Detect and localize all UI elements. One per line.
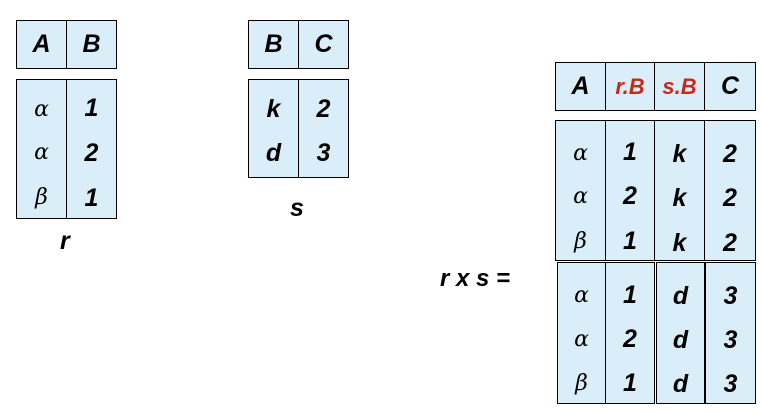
- product-b2-c-row-1: 3: [723, 282, 738, 310]
- product-b2-rb-row-3: 1: [623, 369, 637, 397]
- product-block1-column-s-b: k k k: [654, 120, 705, 261]
- product-b1-rb-row-3: 1: [623, 227, 637, 255]
- product-b1-rb-row-1: 1: [623, 138, 637, 166]
- product-b1-sb-row-1: k: [672, 140, 687, 168]
- s-label: s: [290, 194, 304, 222]
- product-block2-column-s-b: d d d: [656, 262, 705, 404]
- product-header-r-b: r.B: [605, 62, 655, 111]
- r-header-b: B: [66, 20, 117, 69]
- s-header-b: B: [248, 20, 299, 69]
- r-b-row-1: 1: [84, 94, 99, 122]
- product-b2-rb-row-2: 2: [623, 325, 637, 353]
- r-a-row-2: α: [34, 140, 49, 165]
- r-label: r: [60, 227, 70, 255]
- product-b2-rb-row-1: 1: [623, 281, 637, 309]
- product-b1-a-row-3: β: [574, 229, 587, 254]
- s-column-c: 2 3: [298, 79, 349, 178]
- product-header-a: A: [555, 62, 606, 111]
- r-a-row-3: β: [35, 185, 48, 210]
- product-b1-rb-row-2: 2: [623, 182, 637, 210]
- r-b-row-2: 2: [84, 139, 99, 167]
- product-header-s-b: s.B: [654, 62, 705, 111]
- product-block1-column-c: 2 2 2: [704, 120, 756, 261]
- product-b1-a-row-2: α: [573, 184, 588, 209]
- r-b-row-3: 1: [84, 184, 99, 212]
- r-a-row-1: α: [34, 97, 49, 122]
- product-b1-sb-row-2: k: [672, 184, 687, 212]
- product-b2-a-row-2: α: [574, 327, 589, 352]
- product-b1-sb-row-3: k: [672, 229, 687, 257]
- product-b1-c-row-1: 2: [723, 140, 737, 168]
- product-expression: r x s =: [440, 265, 511, 292]
- product-b1-c-row-3: 2: [723, 229, 737, 257]
- product-b2-a-row-3: β: [575, 371, 588, 396]
- r-header-a: A: [16, 20, 67, 69]
- product-block2-column-r-b: 1 2 1: [605, 262, 655, 404]
- product-b2-c-row-2: 3: [723, 326, 738, 354]
- product-b2-sb-row-3: d: [672, 370, 689, 398]
- product-block2-column-a: α α β: [557, 262, 606, 404]
- product-b2-c-row-3: 3: [723, 370, 738, 398]
- product-header-c: C: [704, 62, 756, 111]
- product-b2-a-row-1: α: [574, 283, 589, 308]
- s-header-c: C: [298, 20, 349, 69]
- product-block1-column-r-b: 1 2 1: [605, 120, 655, 261]
- s-c-row-1: 2: [316, 95, 331, 123]
- s-c-row-2: 3: [316, 139, 331, 167]
- product-b1-c-row-2: 2: [723, 184, 737, 212]
- r-column-b: 1 2 1: [66, 79, 117, 219]
- product-block1-column-a: α α β: [555, 120, 606, 261]
- s-b-row-2: d: [265, 139, 282, 167]
- r-column-a: α α β: [16, 79, 67, 219]
- s-column-b: k d: [248, 79, 299, 178]
- s-b-row-1: k: [266, 95, 281, 123]
- product-block2-column-c: 3 3 3: [705, 262, 756, 404]
- product-b2-sb-row-1: d: [672, 282, 689, 310]
- product-b2-sb-row-2: d: [672, 326, 689, 354]
- product-b1-a-row-1: α: [573, 141, 588, 166]
